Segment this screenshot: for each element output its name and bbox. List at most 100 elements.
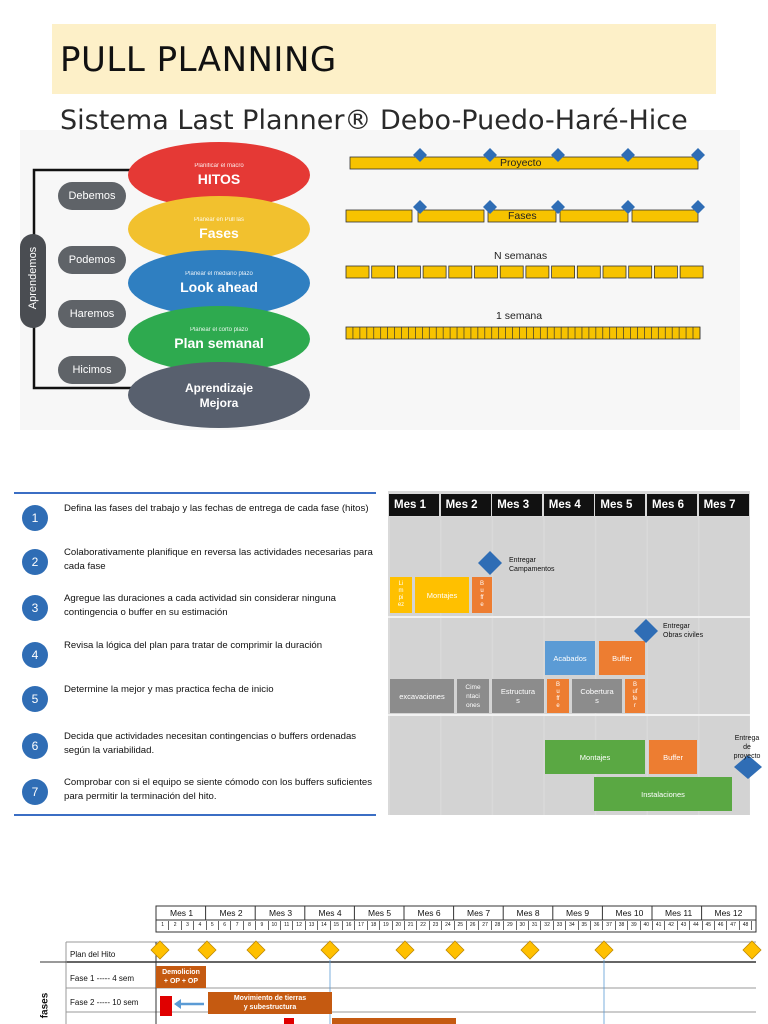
step-text-7: Comprobar con si el equipo se siente cóm… xyxy=(64,777,373,802)
step-text-2: Colaborativamente planifique en reversa … xyxy=(64,547,373,572)
gantt-side-label: fases xyxy=(39,992,51,1019)
diamond-icon xyxy=(691,148,705,162)
gantt-week-number: 37 xyxy=(603,921,616,930)
gantt-week-number: 4 xyxy=(194,921,207,930)
gantt-week-number: 22 xyxy=(417,921,430,930)
task-cimentaciones: Cime ntaci ones xyxy=(457,679,489,713)
gantt-week-number: 44 xyxy=(690,921,703,930)
bar-n-semana xyxy=(422,265,447,279)
gantt-week-number: 11 xyxy=(281,921,294,930)
bar-fase xyxy=(345,209,413,223)
gantt-week-number: 2 xyxy=(169,921,182,930)
diamond-icon xyxy=(483,200,497,214)
gantt-next-task xyxy=(332,1018,456,1024)
gantt-month-9: Mes 9 xyxy=(566,908,590,918)
gantt-task-demolicion: Demolicion + OP + OP xyxy=(156,966,206,988)
schedule-milestones xyxy=(478,551,762,779)
gantt-month-7: Mes 7 xyxy=(467,908,491,918)
gantt-week-number: 28 xyxy=(492,921,505,930)
gantt-week-number: 21 xyxy=(405,921,418,930)
note-entrega-proyecto: Entrega de proyecto xyxy=(733,735,761,760)
note-entregar-obras-civiles: Entregar Obras civiles xyxy=(663,623,704,639)
gantt-week-number: 36 xyxy=(591,921,604,930)
gantt-row-fase-2: Fase 2 ----- 10 sem xyxy=(70,998,139,1007)
task-montajes-proyecto: Montajes xyxy=(545,740,645,774)
step-number-6: 6 xyxy=(22,733,48,759)
step-text-5: Determine la mejor y mas practica fecha … xyxy=(64,684,274,695)
gantt-month-1: Mes 1 xyxy=(170,908,194,918)
schedule-month-5: Mes 5 xyxy=(595,494,646,516)
bar-n-semana xyxy=(397,265,421,279)
gantt-week-number: 47 xyxy=(727,921,740,930)
bar-n-semana xyxy=(371,265,396,279)
gantt-week-number: 46 xyxy=(715,921,728,930)
gantt-week-number: 35 xyxy=(579,921,591,930)
gantt-week-number: 48 xyxy=(740,921,753,930)
gantt-week-number: 40 xyxy=(641,921,653,930)
gantt-red-marker xyxy=(160,996,172,1016)
gantt-milestone-icon xyxy=(742,940,762,960)
gantt-week-number: 3 xyxy=(182,921,195,930)
step-number-5: 5 xyxy=(22,686,48,712)
task-buffer-4: B uf fe r xyxy=(625,679,645,713)
gantt-week-number: 34 xyxy=(566,921,579,930)
pill-haremos: Haremos xyxy=(58,300,126,328)
page-title: PULL PLANNING xyxy=(60,40,337,80)
gantt-month-4: Mes 4 xyxy=(318,908,342,918)
bar-fase xyxy=(559,209,629,223)
gantt-week-number: 29 xyxy=(504,921,517,930)
gantt-milestone-icon xyxy=(150,940,170,960)
gantt-week-number: 6 xyxy=(219,921,232,930)
gantt-week-number: 5 xyxy=(207,921,219,930)
gantt-week-number: 18 xyxy=(368,921,381,930)
gantt-week-number: 15 xyxy=(331,921,343,930)
gantt-month-2: Mes 2 xyxy=(219,908,243,918)
gantt-week-number: 20 xyxy=(393,921,405,930)
label-1-semana: 1 semana xyxy=(496,310,543,322)
bar-n-semana xyxy=(551,265,576,279)
bar-n-semana xyxy=(499,265,524,279)
gantt-week-number: 43 xyxy=(678,921,691,930)
gantt-milestone-icon xyxy=(520,940,540,960)
gantt-month-3: Mes 3 xyxy=(269,908,293,918)
step-text-6: Decida que actividades necesitan conting… xyxy=(64,731,357,756)
step-text-1: Defina las fases del trabajo y las fecha… xyxy=(64,503,369,514)
gantt-week-number: 12 xyxy=(293,921,306,930)
gantt-milestone-icon xyxy=(445,940,465,960)
diamond-icon xyxy=(691,200,705,214)
bar-fase xyxy=(631,209,699,223)
bar-n-semana xyxy=(679,265,704,279)
gantt-milestone-icon xyxy=(246,940,266,960)
task-estructuras: Estructura s xyxy=(492,679,544,713)
gantt-week-number: 7 xyxy=(231,921,244,930)
gantt-week-number: 13 xyxy=(306,921,319,930)
bar-n-semana xyxy=(474,265,498,279)
step-number-1: 1 xyxy=(22,505,48,531)
gantt-week-number: 24 xyxy=(442,921,455,930)
gantt-week-number: 33 xyxy=(554,921,567,930)
steps-top-rule xyxy=(14,492,376,494)
bar-n-semana xyxy=(345,265,370,279)
gantt-week-number: 23 xyxy=(430,921,443,930)
schedule-month-3: Mes 3 xyxy=(492,494,543,516)
gantt-week-number: 42 xyxy=(665,921,678,930)
gantt-week-number: 10 xyxy=(269,921,281,930)
gantt-arrowhead-icon xyxy=(174,999,181,1009)
gantt-month-12: Mes 12 xyxy=(714,908,743,918)
task-instalaciones: Instalaciones xyxy=(594,777,732,811)
gantt-week-number: 9 xyxy=(256,921,269,930)
milestone-obras-civiles-icon xyxy=(634,619,658,643)
step-text-3: Agregue las duraciones a cada actividad … xyxy=(64,593,336,618)
step-number-7: 7 xyxy=(22,779,48,805)
gantt-red-marker xyxy=(284,1018,294,1024)
diamond-icon xyxy=(483,148,497,162)
step-text-4: Revisa la lógica del plan para tratar de… xyxy=(64,640,323,651)
schedule-column xyxy=(390,517,440,815)
label-n-semanas: N semanas xyxy=(494,250,548,262)
diamond-icon xyxy=(551,148,565,162)
level-aprendizaje: Aprendizaje Mejora xyxy=(128,362,310,428)
bar-n-semana xyxy=(576,265,601,279)
gantt-month-10: Mes 10 xyxy=(615,908,644,918)
